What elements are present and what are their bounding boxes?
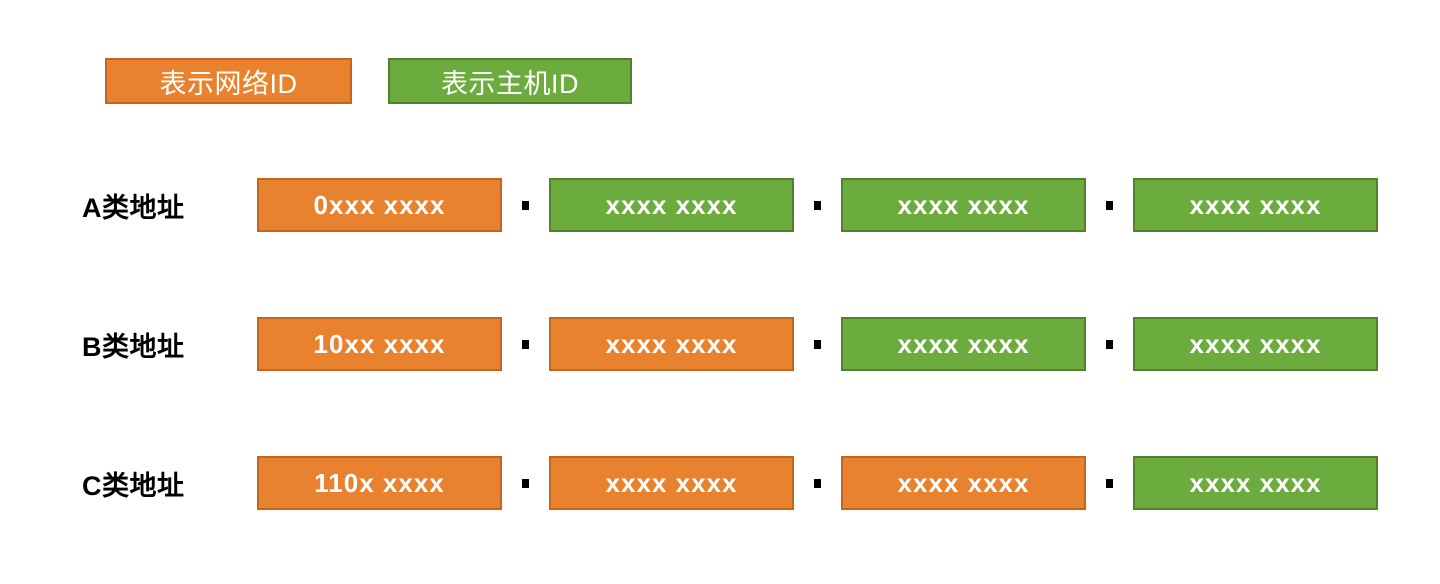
dot-icon — [1106, 478, 1113, 488]
octet-a-1: 0xxx xxxx — [257, 178, 502, 232]
address-row-c-octets: 110x xxxx xxxx xxxx xxxx xxxx xxxx xxxx — [257, 456, 1378, 510]
octet-separator-a-2 — [794, 178, 841, 232]
address-row-c-label: C类地址 — [82, 470, 185, 501]
address-row-a-octets: 0xxx xxxx xxxx xxxx xxxx xxxx xxxx xxxx — [257, 178, 1378, 232]
octet-c-4: xxxx xxxx — [1133, 456, 1378, 510]
dot-icon — [814, 339, 821, 349]
octet-separator-c-3 — [1086, 456, 1133, 510]
legend-label-host-id: 表示主机ID — [441, 68, 579, 99]
legend-item-host-id: 表示主机ID — [388, 58, 632, 104]
octet-separator-c-2 — [794, 456, 841, 510]
octet-a-3: xxxx xxxx — [841, 178, 1086, 232]
legend-item-network-id: 表示网络ID — [105, 58, 352, 104]
octet-separator-b-2 — [794, 317, 841, 371]
address-row-c: C类地址 110x xxxx xxxx xxxx xxxx xxxx xxxx … — [0, 456, 1440, 510]
address-row-a-label: A类地址 — [82, 192, 185, 223]
octet-b-1: 10xx xxxx — [257, 317, 502, 371]
octet-separator-a-3 — [1086, 178, 1133, 232]
legend-label-network-id: 表示网络ID — [159, 68, 298, 99]
octet-c-2: xxxx xxxx — [549, 456, 794, 510]
octet-c-1: 110x xxxx — [257, 456, 502, 510]
dot-icon — [814, 478, 821, 488]
dot-icon — [1106, 200, 1113, 210]
octet-b-3: xxxx xxxx — [841, 317, 1086, 371]
dot-icon — [522, 339, 529, 349]
octet-c-3: xxxx xxxx — [841, 456, 1086, 510]
dot-icon — [522, 200, 529, 210]
address-row-b-octets: 10xx xxxx xxxx xxxx xxxx xxxx xxxx xxxx — [257, 317, 1378, 371]
octet-separator-c-1 — [502, 456, 549, 510]
octet-a-4: xxxx xxxx — [1133, 178, 1378, 232]
address-row-b-label: B类地址 — [82, 331, 185, 362]
address-row-b: B类地址 10xx xxxx xxxx xxxx xxxx xxxx xxxx … — [0, 317, 1440, 371]
octet-separator-b-1 — [502, 317, 549, 371]
dot-icon — [814, 200, 821, 210]
octet-separator-a-1 — [502, 178, 549, 232]
octet-a-2: xxxx xxxx — [549, 178, 794, 232]
dot-icon — [1106, 339, 1113, 349]
address-row-a: A类地址 0xxx xxxx xxxx xxxx xxxx xxxx xxxx … — [0, 178, 1440, 232]
octet-b-2: xxxx xxxx — [549, 317, 794, 371]
dot-icon — [522, 478, 529, 488]
octet-b-4: xxxx xxxx — [1133, 317, 1378, 371]
octet-separator-b-3 — [1086, 317, 1133, 371]
legend: 表示网络ID 表示主机ID — [105, 58, 632, 104]
